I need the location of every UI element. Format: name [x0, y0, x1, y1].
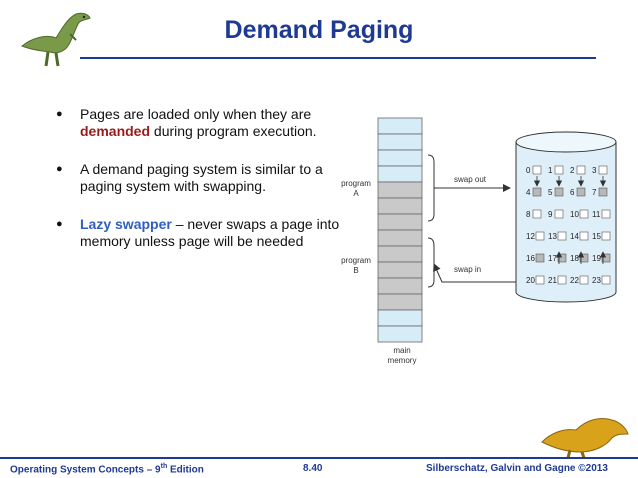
memory-frame	[377, 229, 423, 247]
bullet-item: ● Lazy swapper – never swaps a page into…	[50, 216, 350, 250]
footer-slide-number: 8.40	[303, 463, 323, 474]
disk-page-box	[598, 187, 608, 197]
slide-title: Demand Paging	[224, 16, 414, 44]
disk-page-number: 23	[592, 276, 601, 285]
disk-page-number: 13	[548, 232, 557, 241]
dinosaur-logo-top	[21, 12, 91, 67]
memory-frame	[377, 133, 423, 151]
disk-page-box	[535, 275, 545, 285]
disk-page-number: 8	[526, 210, 531, 219]
disk-page-box	[579, 231, 589, 241]
disk-page-box	[601, 209, 611, 219]
disk-page-box	[576, 165, 586, 175]
footer-authors: Silberschatz, Galvin and Gagne ©2013	[426, 463, 608, 474]
bullet-text: A demand paging system is similar to a p…	[80, 161, 323, 194]
disk-page-box	[598, 165, 608, 175]
disk-page-number: 2	[570, 166, 575, 175]
bullet-dot-icon: ●	[56, 108, 63, 120]
disk-page-box	[554, 209, 564, 219]
disk-page-number: 5	[548, 188, 553, 197]
memory-frame	[377, 197, 423, 215]
disk-page-box	[532, 209, 542, 219]
disk-page-number: 20	[526, 276, 535, 285]
main-memory-label: memory	[388, 356, 417, 365]
memory-frame	[377, 277, 423, 295]
disk-page-number: 21	[548, 276, 557, 285]
disk-page-box	[579, 275, 589, 285]
bullet-highlight: demanded	[80, 123, 151, 139]
memory-frame	[377, 117, 423, 135]
program-b-label: program	[341, 256, 371, 265]
program-a-label: program	[341, 179, 371, 188]
disk-page-number: 15	[592, 232, 601, 241]
disk-page-number: 11	[592, 210, 601, 219]
memory-frame	[377, 245, 423, 263]
disk-page-number: 14	[570, 232, 579, 241]
footer-course: Operating System Concepts – 9th Edition	[10, 463, 204, 476]
disk-page-box	[557, 275, 567, 285]
disk-page-box	[579, 209, 589, 219]
bullet-text: Pages are loaded only when they are	[80, 106, 312, 122]
bullet-highlight: Lazy swapper	[80, 216, 172, 232]
footer-divider	[0, 457, 638, 459]
memory-frame	[377, 149, 423, 167]
main-memory-label: main	[393, 346, 410, 355]
memory-frame	[377, 293, 423, 311]
dinosaur-logo-bottom	[541, 417, 629, 458]
disk-page-number: 4	[526, 188, 531, 197]
disk-page-box	[535, 231, 545, 241]
memory-frame	[377, 165, 423, 183]
bullet-text: during program execution.	[150, 123, 317, 139]
disk-page-number: 19	[592, 254, 601, 263]
bullet-list: ● Pages are loaded only when they are de…	[50, 106, 350, 271]
bullet-item: ● Pages are loaded only when they are de…	[50, 106, 350, 140]
disk-page-number: 7	[592, 188, 597, 197]
memory-frame	[377, 309, 423, 327]
disk-page-box	[576, 187, 586, 197]
program-b-label: B	[353, 266, 358, 275]
disk-page-box	[532, 165, 542, 175]
memory-frame	[377, 213, 423, 231]
program-a-label: A	[353, 189, 359, 198]
bullet-dot-icon: ●	[56, 218, 63, 230]
bullet-item: ● A demand paging system is similar to a…	[50, 161, 350, 195]
swap-out-label: swap out	[454, 175, 487, 184]
swap-in-label: swap in	[454, 265, 481, 274]
disk-page-number: 0	[526, 166, 531, 175]
disk-page-number: 9	[548, 210, 553, 219]
disk-page-box	[557, 231, 567, 241]
disk-page-number: 17	[548, 254, 557, 263]
disk-page-box	[601, 231, 611, 241]
disk-page-number: 10	[570, 210, 579, 219]
disk-page-box	[554, 165, 564, 175]
bullet-text: – never swaps a page into memory unless …	[80, 216, 340, 249]
disk-page-number: 22	[570, 276, 579, 285]
disk-page-number: 16	[526, 254, 535, 263]
memory-frame	[377, 181, 423, 199]
bullet-dot-icon: ●	[56, 163, 63, 175]
disk-page-box	[532, 187, 542, 197]
disk-page-number: 3	[592, 166, 597, 175]
swap-out-brace	[427, 154, 435, 222]
disk-page-box	[554, 187, 564, 197]
disk-page-number: 1	[548, 166, 553, 175]
disk-page-number: 6	[570, 188, 575, 197]
title-divider	[80, 57, 596, 59]
swap-in-brace	[427, 237, 435, 288]
demand-paging-diagram: program A program B main memory swap out…	[341, 117, 617, 365]
memory-frame	[377, 261, 423, 279]
disk-page-box	[535, 253, 545, 263]
disk-page-number: 18	[570, 254, 579, 263]
memory-frame	[377, 325, 423, 343]
disk-swap-arrows	[533, 176, 607, 264]
disk-page-box	[601, 275, 611, 285]
main-memory-frames	[377, 117, 423, 343]
disk-page-number: 12	[526, 232, 535, 241]
